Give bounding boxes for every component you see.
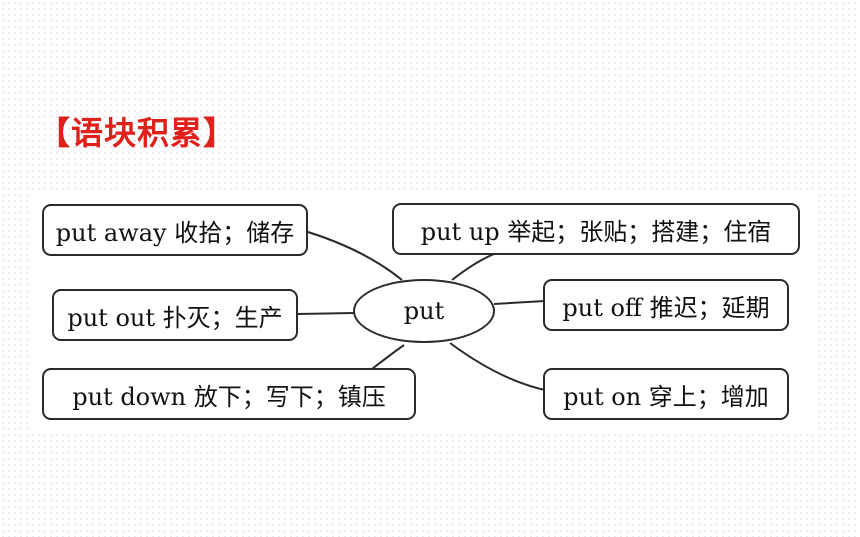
branch-put-out-label: put out 扑灭；生产	[67, 303, 283, 332]
connector-up	[451, 253, 495, 281]
branch-put-away-label: put away 收拾；储存	[55, 218, 295, 247]
branch-put-away: put away 收拾；储存	[42, 204, 308, 256]
branch-put-off: put off 推迟；延期	[543, 279, 789, 331]
center-node-label: put	[403, 297, 445, 325]
branch-put-down-label: put down 放下；写下；镇压	[72, 382, 386, 411]
connector-off	[493, 300, 546, 305]
branch-put-up-label: put up 举起；张贴；搭建；住宿	[420, 217, 772, 246]
branch-put-up: put up 举起；张贴；搭建；住宿	[392, 203, 800, 255]
connector-out	[297, 312, 355, 315]
branch-put-on-label: put on 穿上；增加	[563, 382, 769, 411]
center-node: put	[353, 279, 495, 343]
branch-put-out: put out 扑灭；生产	[52, 289, 298, 341]
branch-put-off-label: put off 推迟；延期	[562, 293, 770, 322]
branch-put-down: put down 放下；写下；镇压	[42, 368, 416, 420]
connector-away	[307, 231, 403, 281]
branch-put-on: put on 穿上；增加	[543, 368, 789, 420]
connector-on	[449, 342, 546, 391]
connector-down	[371, 344, 405, 370]
section-heading: 【语块积累】	[38, 114, 237, 152]
